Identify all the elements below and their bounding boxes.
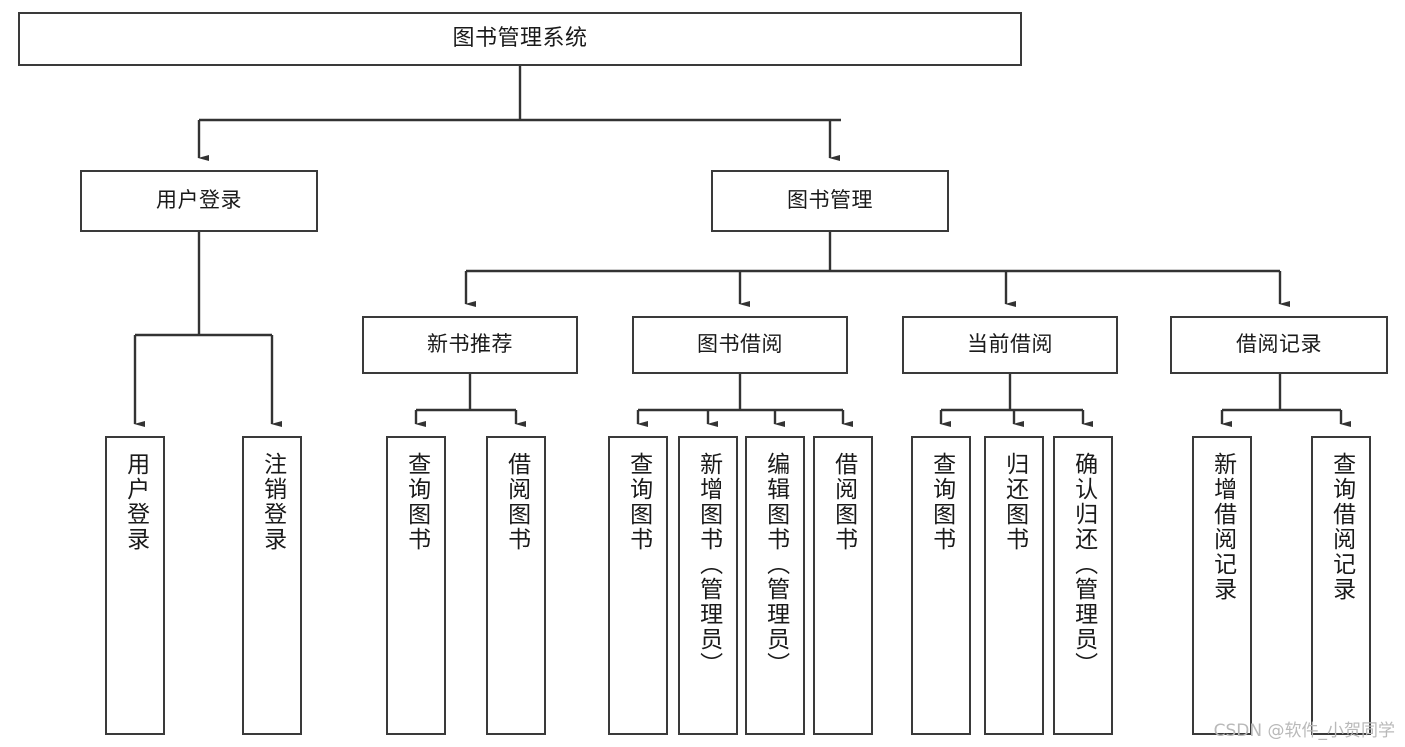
node-leaf-borrow-book-rec-label: 借阅图书 xyxy=(503,452,530,552)
node-user-login-label: 用户登录 xyxy=(156,188,242,213)
node-leaf-return-book-label: 归还图书 xyxy=(1001,452,1028,552)
edges-book-manage-to-level3 xyxy=(464,232,1290,307)
edges-user-login-to-leaves xyxy=(133,232,282,427)
node-leaf-logout-label: 注销登录 xyxy=(259,452,286,552)
node-leaf-borrow-book-label: 借阅图书 xyxy=(830,452,857,552)
node-leaf-borrow-book-rec[interactable]: 借阅图书 xyxy=(486,436,546,735)
node-current-borrow-label: 当前借阅 xyxy=(967,332,1053,357)
node-leaf-add-record-label: 新增借阅记录 xyxy=(1209,452,1236,602)
node-borrow-record[interactable]: 借阅记录 xyxy=(1170,316,1388,374)
node-leaf-query-book-rec[interactable]: 查询图书 xyxy=(386,436,446,735)
node-new-book-rec-label: 新书推荐 xyxy=(427,332,513,357)
node-leaf-query-record[interactable]: 查询借阅记录 xyxy=(1311,436,1371,735)
node-book-manage[interactable]: 图书管理 xyxy=(711,170,949,232)
edges-book-borrow-to-leaves xyxy=(636,374,853,427)
node-leaf-return-book[interactable]: 归还图书 xyxy=(984,436,1044,735)
node-leaf-add-book-label: 新增图书（管理员） xyxy=(695,452,722,677)
edges-current-borrow-to-leaves xyxy=(939,374,1093,427)
node-root[interactable]: 图书管理系统 xyxy=(18,12,1022,66)
node-leaf-user-login-label: 用户登录 xyxy=(122,452,149,552)
node-leaf-query-book-rec-label: 查询图书 xyxy=(403,452,430,552)
node-leaf-add-book[interactable]: 新增图书（管理员） xyxy=(678,436,738,735)
node-root-label: 图书管理系统 xyxy=(452,25,588,51)
edges-root-to-level2 xyxy=(197,66,841,161)
node-leaf-query-book-cur[interactable]: 查询图书 xyxy=(911,436,971,735)
edges-borrow-record-to-leaves xyxy=(1220,374,1351,427)
node-book-borrow-label: 图书借阅 xyxy=(697,332,783,357)
node-leaf-add-record[interactable]: 新增借阅记录 xyxy=(1192,436,1252,735)
node-current-borrow[interactable]: 当前借阅 xyxy=(902,316,1118,374)
node-leaf-borrow-book[interactable]: 借阅图书 xyxy=(813,436,873,735)
node-new-book-rec[interactable]: 新书推荐 xyxy=(362,316,578,374)
node-leaf-query-book-borrow[interactable]: 查询图书 xyxy=(608,436,668,735)
node-borrow-record-label: 借阅记录 xyxy=(1236,332,1322,357)
edges-new-book-rec-to-leaves xyxy=(414,374,526,427)
node-leaf-edit-book[interactable]: 编辑图书（管理员） xyxy=(745,436,805,735)
node-leaf-query-record-label: 查询借阅记录 xyxy=(1328,452,1355,602)
node-leaf-confirm-return[interactable]: 确认归还（管理员） xyxy=(1053,436,1113,735)
node-book-manage-label: 图书管理 xyxy=(787,188,873,213)
node-user-login[interactable]: 用户登录 xyxy=(80,170,318,232)
node-leaf-user-login[interactable]: 用户登录 xyxy=(105,436,165,735)
node-leaf-confirm-return-label: 确认归还（管理员） xyxy=(1070,452,1097,677)
node-leaf-edit-book-label: 编辑图书（管理员） xyxy=(762,452,789,677)
node-leaf-logout[interactable]: 注销登录 xyxy=(242,436,302,735)
node-book-borrow[interactable]: 图书借阅 xyxy=(632,316,848,374)
node-leaf-query-book-borrow-label: 查询图书 xyxy=(625,452,652,552)
node-leaf-query-book-cur-label: 查询图书 xyxy=(928,452,955,552)
